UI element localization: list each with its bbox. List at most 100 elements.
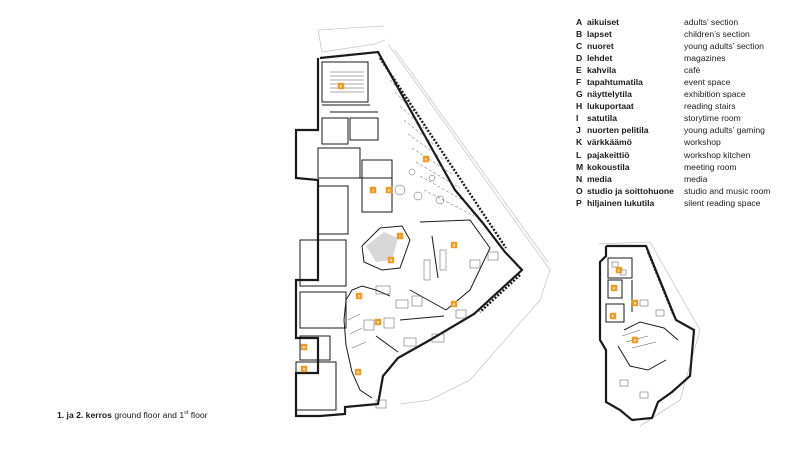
legend-letter: O bbox=[576, 185, 583, 196]
ground-floor-plan bbox=[294, 25, 551, 418]
legend-finnish-label: hiljainen lukutila bbox=[587, 197, 655, 208]
room-tag-letter: H bbox=[390, 258, 393, 262]
room-tag-letter: C bbox=[358, 294, 361, 298]
room-tag-letter: L bbox=[618, 268, 621, 272]
legend-english-label: café bbox=[684, 65, 701, 76]
legend-finnish-label: tapahtumatila bbox=[587, 77, 643, 88]
room-tag-g: G bbox=[354, 368, 362, 376]
room-tag-l: L bbox=[615, 266, 623, 274]
legend-letter: H bbox=[576, 101, 583, 112]
room-tag-h: H bbox=[631, 336, 639, 344]
room-tag-e: E bbox=[450, 300, 458, 308]
legend-letter: P bbox=[576, 197, 582, 208]
legend-english-label: young adults’ section bbox=[684, 41, 764, 52]
legend-english-label: workshop kitchen bbox=[684, 149, 751, 160]
room-tag-p: P bbox=[609, 312, 617, 320]
caption-bold: 1. ja 2. kerros bbox=[57, 410, 112, 420]
legend-finnish-label: studio ja soittohuone bbox=[587, 185, 674, 196]
legend-finnish-label: kahvila bbox=[587, 65, 617, 76]
room-tag-a: A bbox=[422, 155, 430, 163]
room-tag-letter: P bbox=[612, 314, 615, 318]
legend-letter: F bbox=[576, 77, 582, 88]
legend-letter: I bbox=[576, 113, 579, 124]
legend-letter: C bbox=[576, 41, 583, 52]
room-tag-d: D bbox=[450, 241, 458, 249]
legend-letter: D bbox=[576, 53, 583, 64]
legend-letter: K bbox=[576, 137, 583, 148]
room-tag-letter: D bbox=[453, 243, 456, 247]
legend-finnish-label: satutila bbox=[587, 113, 618, 124]
room-tag-n: N bbox=[631, 299, 639, 307]
legend-letter: A bbox=[576, 17, 583, 27]
site-context bbox=[317, 25, 551, 405]
room-tag-i: I bbox=[396, 232, 404, 240]
room-tag-h: H bbox=[387, 256, 395, 264]
legend-english-label: event space bbox=[684, 77, 731, 88]
legend-english-label: young adults’ gaming bbox=[684, 125, 765, 136]
legend-english-label: silent reading space bbox=[684, 197, 761, 208]
room-tag-letter: J bbox=[372, 188, 374, 192]
legend-letter: B bbox=[576, 29, 583, 40]
caption-text: ground floor and 1 bbox=[114, 410, 185, 420]
room-tag-m: M bbox=[300, 343, 308, 351]
room-tag-letter: B bbox=[377, 320, 380, 324]
legend-finnish-label: värkkäämö bbox=[587, 137, 632, 148]
plan-caption: 1. ja 2. kerros ground floor and 1st flo… bbox=[57, 410, 208, 420]
legend-finnish-label: nuorten pelitila bbox=[587, 125, 649, 136]
exhibition-stairs bbox=[366, 232, 398, 262]
legend-finnish-label: lehdet bbox=[587, 53, 613, 64]
room-tag-letter: G bbox=[357, 370, 360, 374]
legend-finnish-label: nuoret bbox=[587, 41, 614, 52]
legend-english-label: children’s section bbox=[684, 29, 750, 40]
room-tag-c: C bbox=[355, 292, 363, 300]
room-tag-k: K bbox=[610, 284, 618, 292]
legend-english-label: media bbox=[684, 173, 708, 184]
legend-finnish-label: pajakeittiö bbox=[587, 149, 630, 160]
room-tag-o: O bbox=[300, 365, 308, 373]
upper-glazed-facade bbox=[646, 251, 676, 317]
legend-finnish-label: näyttelytila bbox=[587, 89, 632, 100]
legend-letter: M bbox=[576, 161, 584, 172]
room-tag-letter: H bbox=[634, 338, 637, 342]
room-tag-letter: O bbox=[303, 367, 306, 371]
legend-english-label: magazines bbox=[684, 53, 726, 64]
legend-english-label: workshop bbox=[684, 137, 721, 148]
legend-letter: L bbox=[576, 149, 582, 160]
room-tag-b: B bbox=[374, 318, 382, 326]
legend-english-label: adults’ section bbox=[684, 17, 739, 27]
legend-english-label: studio and music room bbox=[684, 185, 771, 196]
furniture bbox=[330, 71, 499, 409]
legend-english-label: exhibition space bbox=[684, 89, 746, 100]
upper-site-context bbox=[597, 241, 701, 427]
legend-finnish-label: kokoustila bbox=[587, 161, 630, 172]
caption-sup: st bbox=[184, 410, 189, 417]
legend-english-label: storytime room bbox=[684, 113, 741, 124]
legend-letter: G bbox=[576, 89, 583, 100]
room-tag-letter: E bbox=[453, 302, 456, 306]
room-tag-f: F bbox=[337, 82, 345, 90]
legend-finnish-label: aikuiset bbox=[587, 17, 620, 27]
legend-english-label: reading stairs bbox=[684, 101, 736, 112]
room-tag-letter: I bbox=[400, 234, 401, 238]
caption-tail: floor bbox=[188, 410, 208, 420]
interior-walls bbox=[295, 61, 491, 411]
room-tag-letter: F bbox=[340, 84, 343, 88]
room-tag-letter: K bbox=[613, 286, 616, 290]
